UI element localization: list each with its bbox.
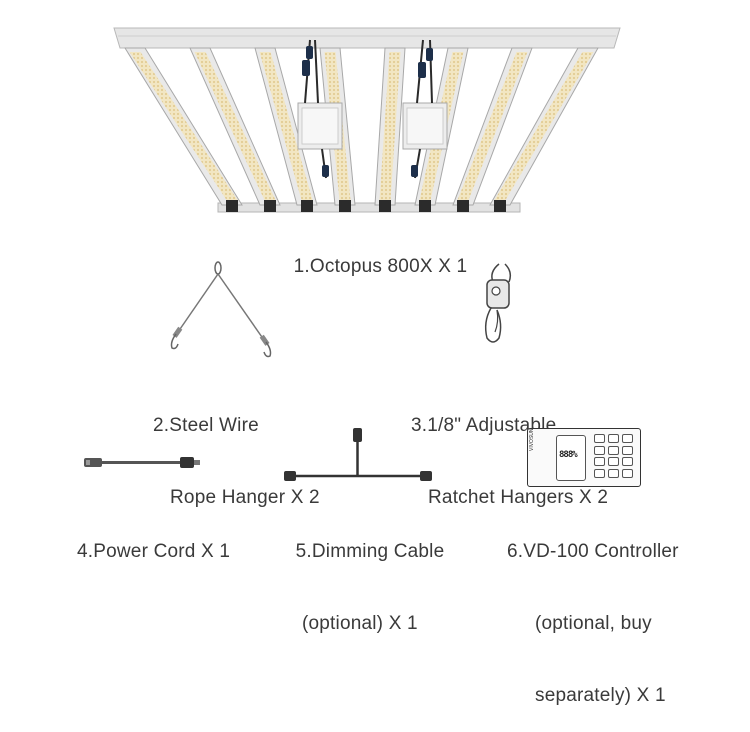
controller-button [622, 434, 633, 443]
bar-end-cap [419, 200, 431, 212]
controller-button-grid [594, 434, 636, 480]
item-2-line-1: 2.Steel Wire [153, 415, 259, 436]
item-5-label: 5.Dimming Cable (optional) X 1 [270, 492, 470, 660]
controller-button [622, 445, 633, 455]
controller-display-readout: 888% [559, 450, 578, 460]
controller-brand-logo: VIVOSUN [529, 428, 535, 451]
led-strip [194, 52, 276, 200]
led-strip [457, 52, 528, 200]
steel-wire-rope-hanger [170, 261, 272, 358]
bar-end-cap [301, 200, 313, 212]
led-strip [259, 52, 313, 200]
item-4-line-1: 4.Power Cord X 1 [77, 541, 231, 562]
bar-end-cap [264, 200, 276, 212]
item-3-label: 3.1/8" Adjustable Ratchet Hangers X 2 [411, 366, 608, 534]
item-6-label: 6.VD-100 Controller (optional, buy separ… [507, 492, 679, 732]
controller-button [608, 445, 619, 455]
bar-end-cap [339, 200, 351, 212]
bar-end-cap [457, 200, 469, 212]
driver-box-right [402, 39, 448, 179]
led-strip [379, 52, 401, 200]
item-3-line-2: Ratchet Hangers X 2 [428, 487, 609, 508]
controller-button [594, 468, 605, 478]
ratchet-hanger [484, 263, 512, 343]
controller-display: 888% [556, 435, 586, 481]
led-strip [494, 52, 594, 200]
controller-button [608, 457, 619, 466]
item-6-line-1: 6.VD-100 Controller [507, 541, 679, 562]
controller-button [622, 457, 633, 466]
dimming-cable [284, 428, 432, 481]
octopus-800x-light-fixture [113, 27, 621, 213]
item-4-label: 4.Power Cord X 1 [77, 492, 230, 588]
bar-end-cap [494, 200, 506, 212]
item-2-label: 2.Steel Wire Rope Hanger X 2 [153, 366, 320, 534]
vd-100-controller: VIVOSUN 888% [527, 428, 641, 487]
led-strip [129, 52, 238, 200]
controller-button [622, 468, 633, 478]
power-cord [84, 457, 200, 468]
item-2-line-2: Rope Hanger X 2 [170, 487, 320, 508]
bar-end-cap [379, 200, 391, 212]
item-5-line-2: (optional) X 1 [302, 613, 418, 634]
controller-button [594, 457, 605, 466]
controller-button [608, 434, 619, 443]
driver-box-left [297, 39, 343, 179]
item-1-label: 1.Octopus 800X X 1 [250, 231, 500, 279]
item-6-line-2: (optional, buy [535, 613, 652, 634]
controller-button [594, 445, 605, 455]
bar-end-cap [226, 200, 238, 212]
item-1-line-1: 1.Octopus 800X X 1 [293, 256, 468, 277]
controller-button [594, 434, 605, 443]
item-5-line-1: 5.Dimming Cable [295, 541, 445, 562]
item-6-line-3: separately) X 1 [535, 685, 666, 706]
controller-button [608, 468, 619, 478]
